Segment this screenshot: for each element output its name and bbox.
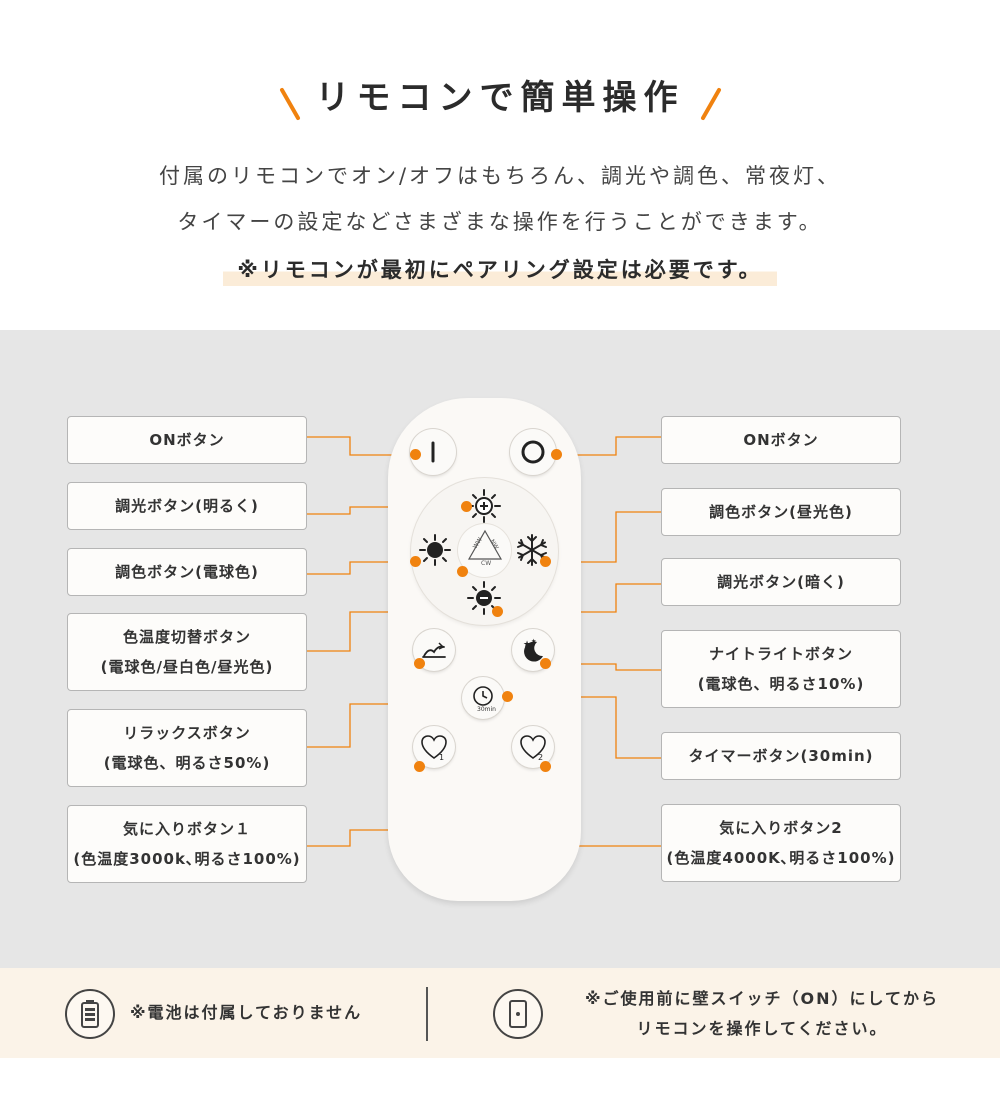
callout-label: ONボタン bbox=[149, 431, 225, 449]
favorite-2-number: 2 bbox=[538, 753, 543, 762]
marker-dot bbox=[414, 658, 425, 669]
svg-text:★: ★ bbox=[531, 638, 536, 645]
marker-dot bbox=[540, 761, 551, 772]
callout-relax: リラックスボタン (電球色、明るさ50%) bbox=[67, 709, 307, 787]
callout-brightness-up: 調光ボタン(明るく) bbox=[67, 482, 307, 530]
marker-dot bbox=[457, 566, 468, 577]
brightness-down-icon bbox=[467, 581, 501, 615]
color-cycle-button[interactable]: WW NW CW bbox=[465, 527, 505, 567]
cycle-triangle-icon: WW NW CW bbox=[467, 529, 503, 567]
brightness-up-icon bbox=[467, 489, 501, 523]
relax-icon bbox=[422, 642, 446, 658]
marker-dot bbox=[461, 501, 472, 512]
wall-switch-note-line-2: リモコンを操作してください。 bbox=[636, 1019, 888, 1038]
brightness-down-button[interactable] bbox=[466, 580, 502, 616]
callout-label: タイマーボタン(30min) bbox=[688, 747, 874, 765]
marker-dot bbox=[551, 449, 562, 460]
slash-accent-icon-left bbox=[280, 88, 300, 120]
timer-label: 30min bbox=[477, 706, 496, 713]
page-title: リモコンで簡単操作 bbox=[315, 78, 685, 118]
callout-favorite-2: 気に入りボタン2 (色温度4000K､明るさ100%) bbox=[661, 804, 901, 882]
marker-dot bbox=[502, 691, 513, 702]
battery-icon bbox=[81, 1000, 99, 1028]
callout-sublabel: (電球色、明るさ10%) bbox=[697, 675, 865, 693]
callout-label: 気に入りボタン2 bbox=[719, 819, 843, 837]
wall-switch-icon-circle bbox=[493, 989, 543, 1039]
callout-color-cycle: 色温度切替ボタン (電球色/昼白色/昼光色) bbox=[67, 613, 307, 691]
favorite-heart-icon: 1 bbox=[421, 735, 447, 762]
marker-dot bbox=[414, 761, 425, 772]
footer-divider bbox=[426, 987, 428, 1041]
pairing-note: ※リモコンが最初にペアリング設定は必要です。 bbox=[223, 254, 777, 286]
title-container: リモコンで簡単操作 bbox=[0, 70, 1000, 119]
night-light-icon: ★ ★ bbox=[523, 638, 543, 662]
svg-text:★: ★ bbox=[523, 640, 531, 650]
brightness-up-button[interactable] bbox=[466, 488, 502, 524]
slash-accent-icon-right bbox=[701, 88, 721, 120]
favorite-1-number: 1 bbox=[439, 753, 444, 762]
power-off-icon bbox=[521, 440, 545, 464]
callout-timer: タイマーボタン(30min) bbox=[661, 732, 901, 780]
callout-label: 調色ボタン(昼光色) bbox=[709, 503, 853, 521]
callout-night-light: ナイトライトボタン (電球色、明るさ10%) bbox=[661, 630, 901, 708]
callout-sublabel: (色温度3000k､明るさ100%) bbox=[73, 850, 301, 868]
description-line-2: タイマーの設定などさまざまな操作を行うことができます。 bbox=[177, 210, 823, 234]
cool-color-icon bbox=[517, 534, 547, 566]
battery-note: ※電池は付属しておりません bbox=[130, 1003, 363, 1022]
callout-favorite-1: 気に入りボタン１ (色温度3000k､明るさ100%) bbox=[67, 805, 307, 883]
power-off-button[interactable] bbox=[510, 429, 556, 475]
cycle-label-cw: CW bbox=[481, 560, 491, 567]
callout-label: 調光ボタン(明るく) bbox=[115, 497, 259, 515]
callout-label: 色温度切替ボタン bbox=[122, 628, 251, 646]
callout-label: リラックスボタン bbox=[123, 724, 251, 742]
callout-cool-color: 調色ボタン(昼光色) bbox=[661, 488, 901, 536]
callout-label: 気に入りボタン１ bbox=[122, 820, 251, 838]
wall-switch-note: ※ご使用前に壁スイッチ（ON）にしてから リモコンを操作してください。 bbox=[572, 984, 952, 1044]
description-line-1: 付属のリモコンでオン/オフはもちろん、調光や調色、常夜灯、 bbox=[158, 164, 842, 188]
marker-dot bbox=[540, 556, 551, 567]
warm-color-button[interactable] bbox=[418, 533, 452, 567]
battery-icon-circle bbox=[65, 989, 115, 1039]
warm-color-icon bbox=[419, 534, 451, 566]
marker-dot bbox=[410, 556, 421, 567]
cycle-label-ww: WW bbox=[472, 536, 484, 550]
wall-switch-note-line-1: ※ご使用前に壁スイッチ（ON）にしてから bbox=[584, 989, 940, 1008]
wall-switch-icon bbox=[509, 1000, 527, 1028]
callout-sublabel: (色温度4000K､明るさ100%) bbox=[666, 849, 896, 867]
callout-brightness-down: 調光ボタン(暗く) bbox=[661, 558, 901, 606]
callout-power-on-right: ONボタン bbox=[661, 416, 901, 464]
power-on-icon bbox=[431, 441, 435, 463]
cool-color-button[interactable] bbox=[515, 533, 549, 567]
callout-label: ONボタン bbox=[743, 431, 819, 449]
callout-label: 調色ボタン(電球色) bbox=[115, 563, 259, 581]
cycle-label-nw: NW bbox=[488, 538, 499, 551]
night-light-button[interactable]: ★ ★ bbox=[512, 629, 554, 671]
callout-label: 調光ボタン(暗く) bbox=[717, 573, 845, 591]
note-container: ※リモコンが最初にペアリング設定は必要です。 bbox=[0, 254, 1000, 286]
callout-sublabel: (電球色/昼白色/昼光色) bbox=[100, 658, 274, 676]
timer-button[interactable]: 30min bbox=[462, 677, 504, 719]
marker-dot bbox=[410, 449, 421, 460]
marker-dot bbox=[540, 658, 551, 669]
callout-label: ナイトライトボタン bbox=[708, 645, 853, 663]
timer-icon: 30min bbox=[473, 686, 496, 713]
callout-sublabel: (電球色、明るさ50%) bbox=[103, 754, 271, 772]
callout-warm-color: 調色ボタン(電球色) bbox=[67, 548, 307, 596]
callout-power-on-left: ONボタン bbox=[67, 416, 307, 464]
power-on-button[interactable] bbox=[410, 429, 456, 475]
marker-dot bbox=[492, 606, 503, 617]
favorite-heart-icon: 2 bbox=[520, 735, 546, 762]
